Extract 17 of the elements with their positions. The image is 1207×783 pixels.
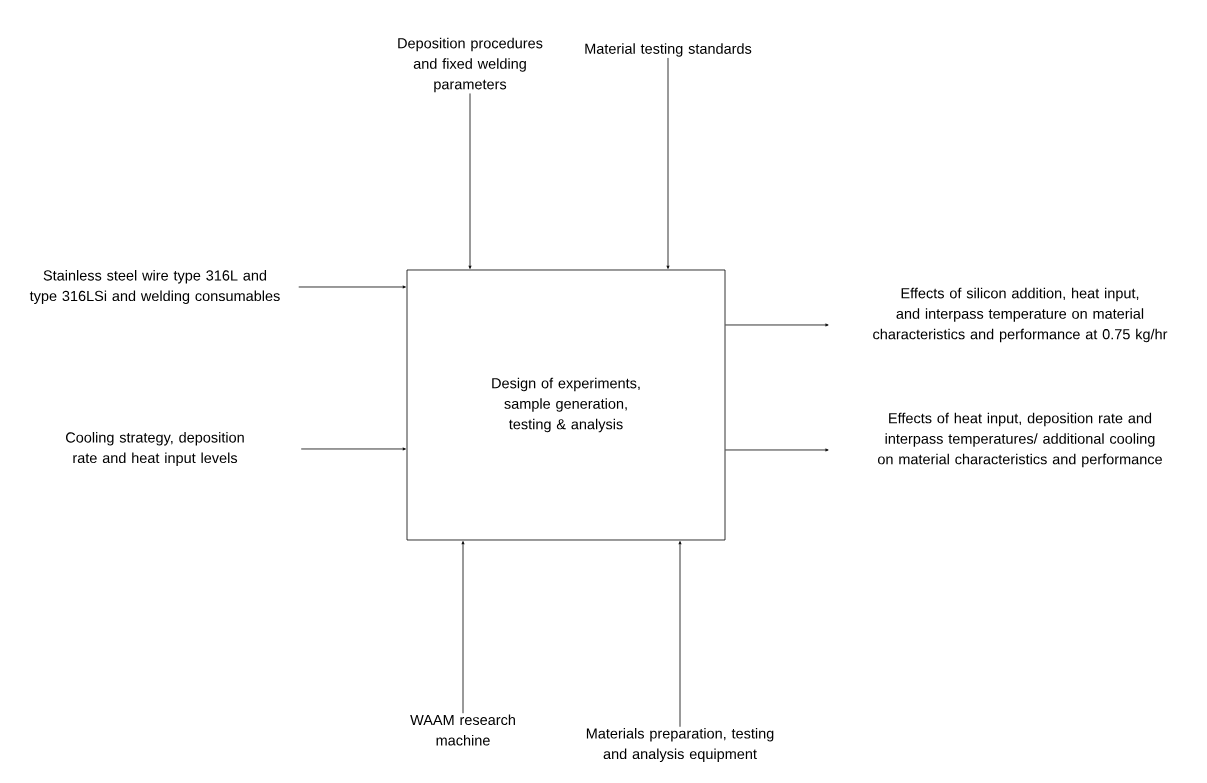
text-label: WAAM research machine bbox=[410, 714, 515, 746]
arrow bbox=[666, 57, 670, 269]
arrow bbox=[468, 93, 472, 269]
text-label: Deposition procedures and fixed welding parameters bbox=[398, 37, 543, 93]
text-label: Effects of silicon addition, heat input, and interpass temperature on material characteristics and performance at 0.75 kg/hr bbox=[873, 287, 1168, 343]
text-label: Cooling strategy, deposition rate and heat input levels bbox=[66, 432, 244, 466]
text-label: Stainless steel wire type 316L and type 316LSi and welding consumables bbox=[29, 270, 280, 304]
text-label: Effects of heat input, deposition rate and interpass temperatures/ additional cooling on material characteristics and performance bbox=[877, 412, 1162, 468]
arrow bbox=[725, 448, 829, 452]
arrow bbox=[298, 285, 406, 289]
arrow bbox=[725, 323, 829, 327]
arrow bbox=[300, 447, 406, 451]
text-label: Material testing standards bbox=[585, 43, 752, 57]
arrow bbox=[678, 541, 682, 728]
text-label: Materials preparation, testing and analysis equipment bbox=[586, 728, 774, 762]
process-box: Design of experiments, sample generation, testing & analysis bbox=[406, 269, 726, 541]
arrow bbox=[461, 541, 465, 714]
